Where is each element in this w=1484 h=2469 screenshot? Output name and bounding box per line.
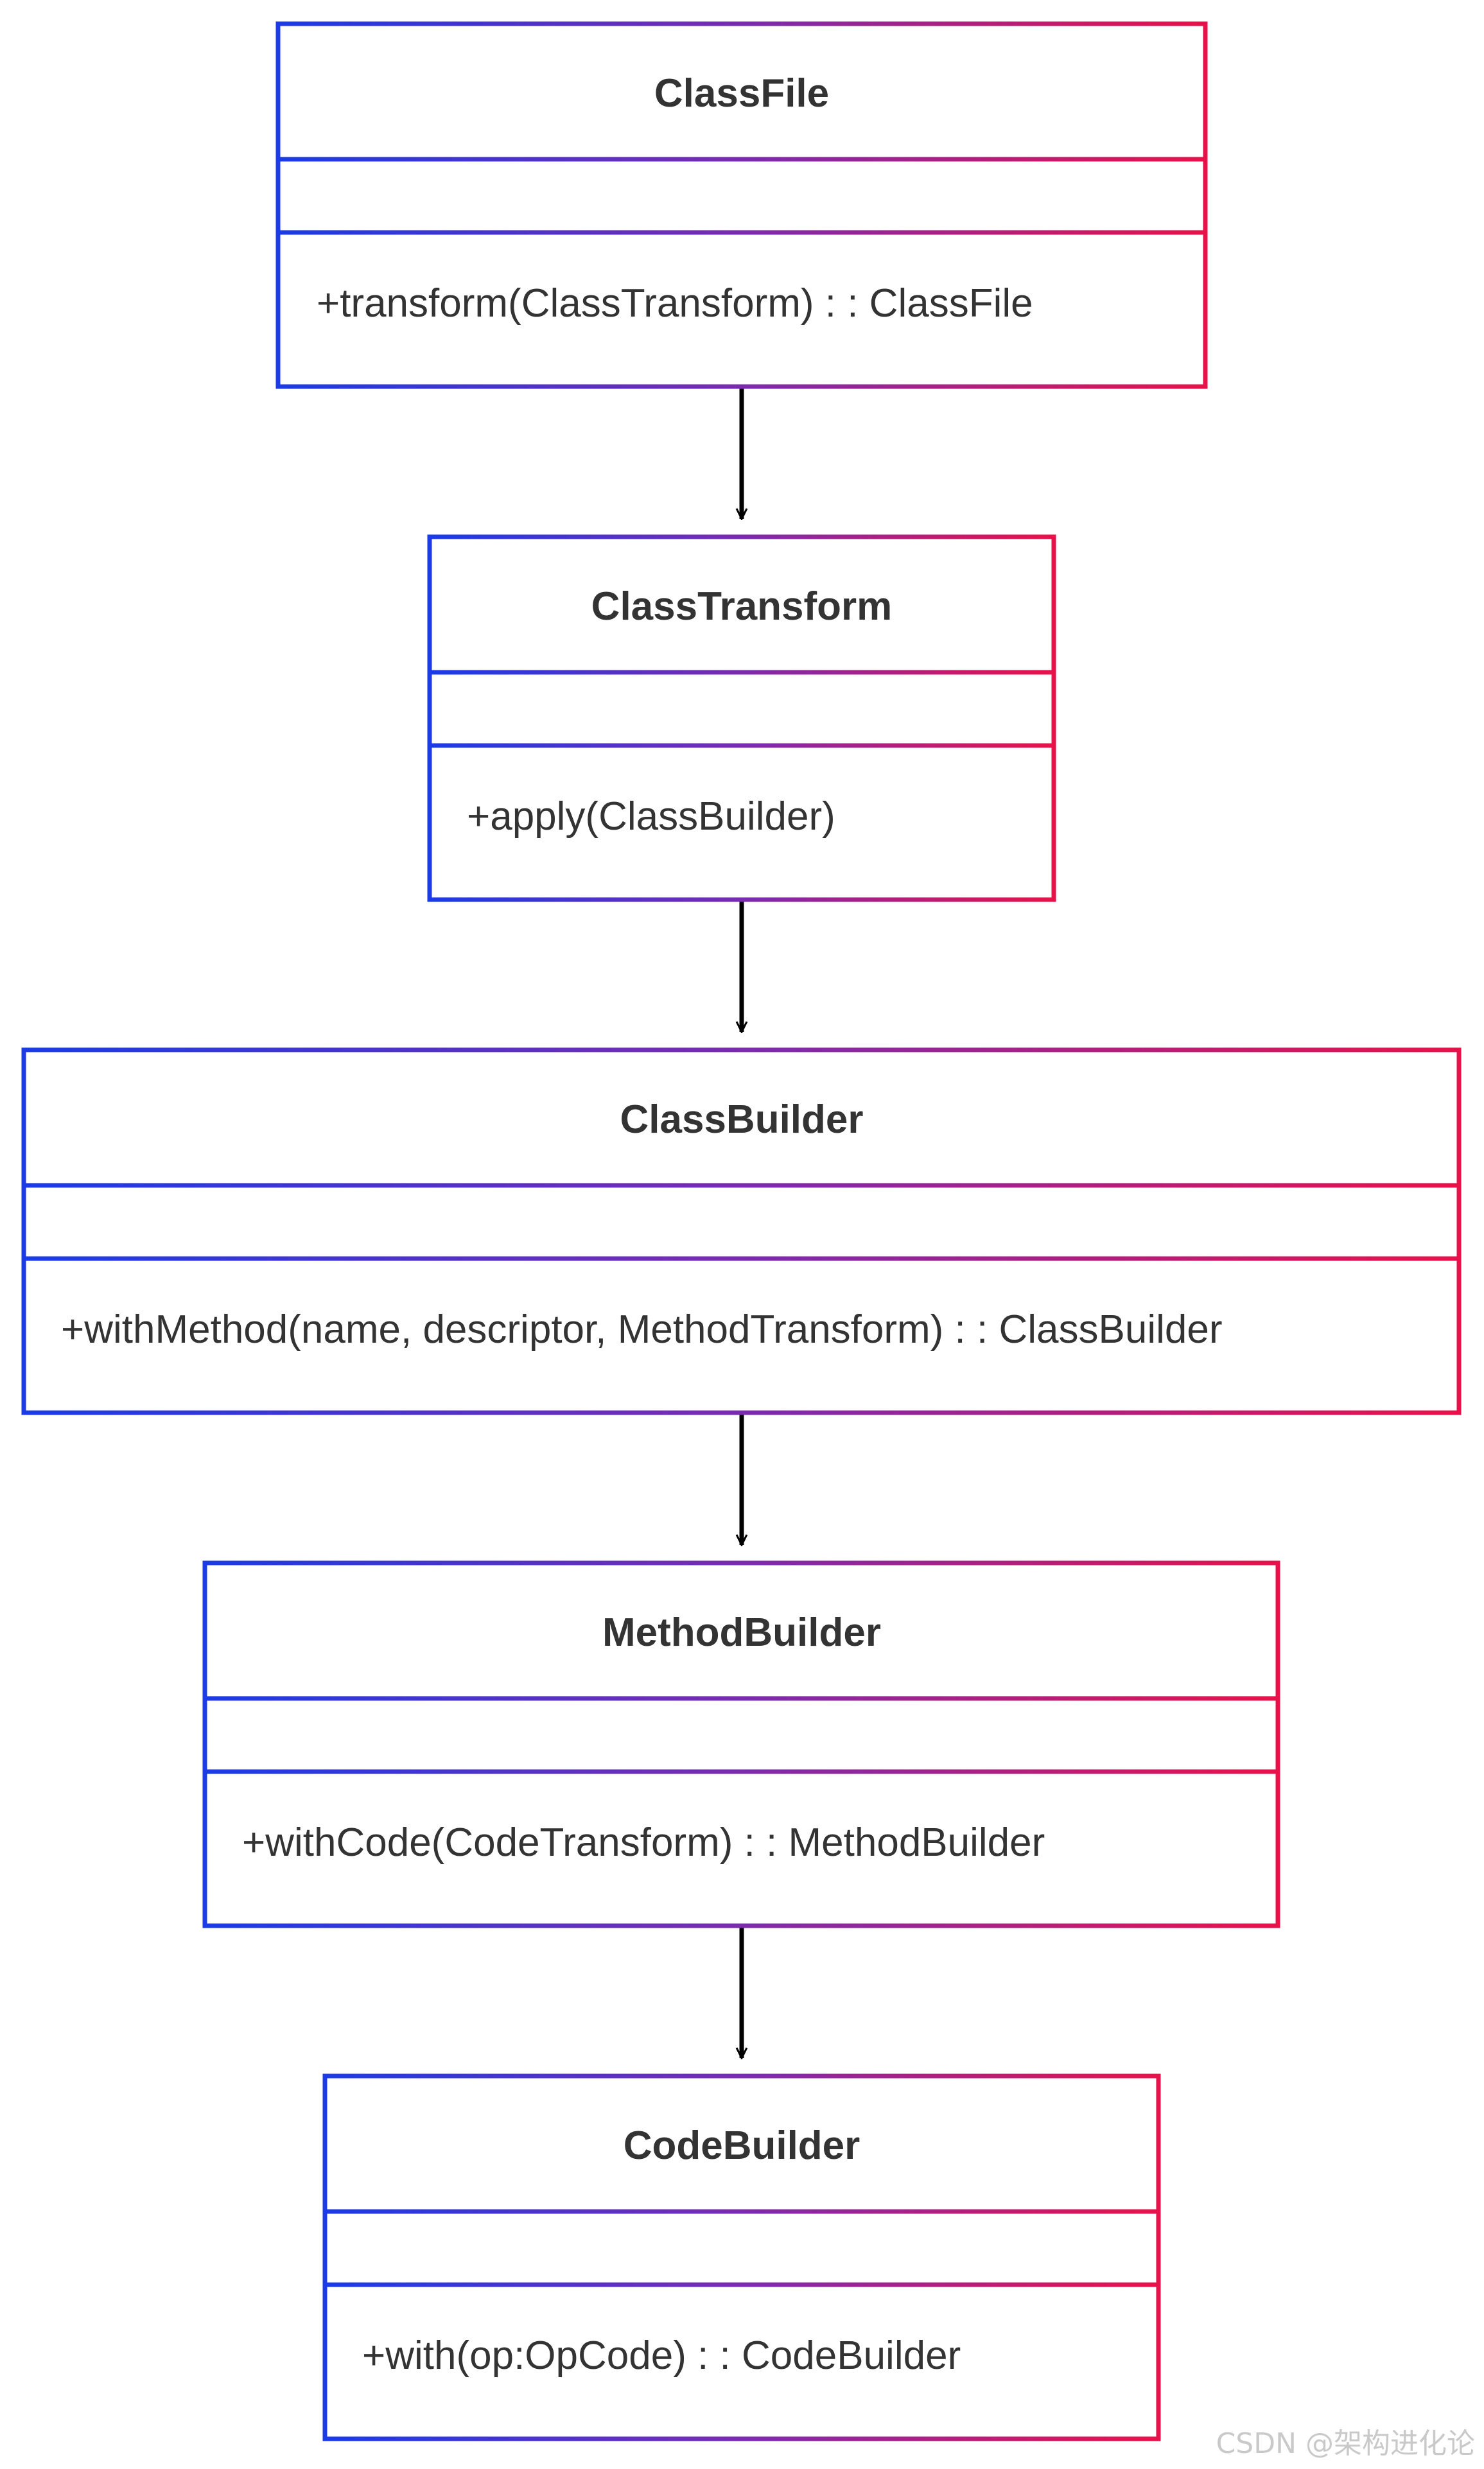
class-box-classbuilder: ClassBuilder +withMethod(name, descripto…: [21, 1047, 1462, 1415]
watermark: CSDN @架构进化论: [1216, 2427, 1475, 2460]
class-box-codebuilder: CodeBuilder +with(op:OpCode) : : CodeBui…: [322, 2073, 1161, 2441]
class-name: ClassBuilder: [620, 1097, 863, 1142]
class-name: CodeBuilder: [624, 2124, 860, 2168]
class-name: ClassTransform: [591, 584, 893, 629]
class-box-classfile: ClassFile +transform(ClassTransform) : :…: [275, 21, 1208, 389]
class-box-classtransform: ClassTransform +apply(ClassBuilder): [427, 534, 1056, 902]
class-method: +transform(ClassTransform) : : ClassFile: [317, 281, 1033, 326]
class-method: +apply(ClassBuilder): [467, 794, 835, 839]
class-method: +withMethod(name, descriptor, MethodTran…: [61, 1307, 1222, 1352]
class-method: +withCode(CodeTransform) : : MethodBuild…: [242, 1820, 1045, 1865]
class-name: MethodBuilder: [602, 1610, 881, 1655]
class-box-methodbuilder: MethodBuilder +withCode(CodeTransform) :…: [202, 1560, 1280, 1928]
class-name: ClassFile: [654, 71, 829, 116]
class-method: +with(op:OpCode) : : CodeBuilder: [362, 2334, 961, 2378]
